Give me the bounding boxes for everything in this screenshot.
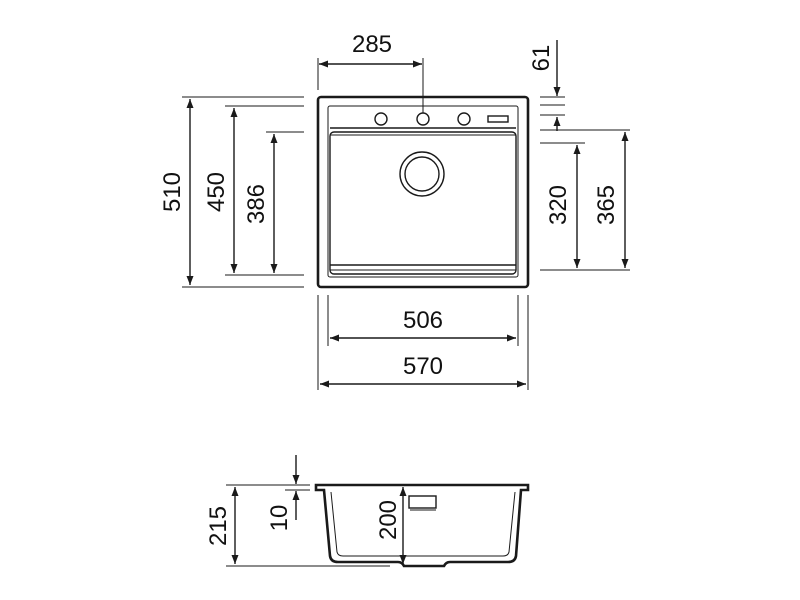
dim-basin-right-outer-label: 365 [593,185,620,225]
dim-height-inner: 450 [203,108,238,273]
tap-hole-right-icon [457,112,471,126]
dim-height-outer: 510 [159,99,194,285]
tap-hole-left-icon [374,112,388,126]
dim-width-inner-label: 506 [403,307,443,334]
plan-view: 285 61 320 365 [159,31,630,390]
dim-total-depth: 215 [205,487,239,564]
dim-height-basin-label: 386 [243,184,270,224]
dim-width-outer: 570 [320,353,526,388]
dim-top-rim: 61 [528,40,630,131]
sink-section-profile [314,483,530,568]
dim-width-outer-label: 570 [403,353,443,380]
dim-width-inner: 506 [330,307,516,342]
drain-inner-icon [404,156,440,192]
dim-tap-offset: 285 [317,31,424,113]
dim-top-rim-label: 61 [528,45,555,72]
dim-height-basin: 386 [243,134,278,273]
overflow-box-icon [408,495,437,509]
drain-outer-icon [399,151,445,197]
sink-basin [329,131,517,275]
section-view: 215 10 200 [205,455,530,568]
dim-basin-right-label: 320 [545,185,572,225]
tap-hole-center-icon [416,112,430,126]
dim-height-outer-label: 510 [159,172,186,212]
dim-basin-right-outer: 365 [593,132,629,268]
dim-basin-right: 320 [540,142,630,271]
dim-tap-offset-label: 285 [352,31,392,58]
sink-section-inner-profile [330,491,516,557]
overflow-slot-icon [487,115,509,123]
dim-rim-thickness-label: 10 [266,505,293,532]
dim-bowl-depth-label: 200 [375,500,402,540]
dim-bowl-depth: 200 [375,487,407,564]
dim-total-depth-label: 215 [205,506,232,546]
dim-height-inner-label: 450 [203,172,230,212]
dim-rim-thickness: 10 [266,455,300,532]
